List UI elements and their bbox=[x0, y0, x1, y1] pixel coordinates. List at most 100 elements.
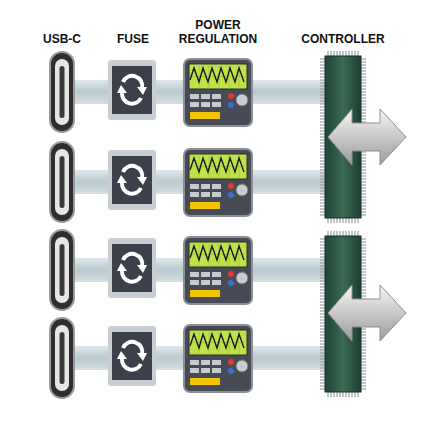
regulator-led bbox=[228, 271, 234, 277]
chip-pin bbox=[339, 231, 340, 236]
chip-pin bbox=[361, 271, 366, 272]
chip-pin bbox=[361, 253, 366, 254]
chip-pin bbox=[361, 154, 366, 155]
chip-pin bbox=[342, 218, 343, 223]
usb-c-tongue bbox=[60, 66, 65, 118]
chip-pin bbox=[320, 388, 325, 389]
chip-pin bbox=[361, 121, 366, 122]
usb-c-port-inner bbox=[55, 325, 69, 391]
chip-pin bbox=[354, 392, 355, 397]
regulator-button bbox=[190, 360, 199, 365]
chip-pin bbox=[361, 79, 366, 80]
chip-pin bbox=[320, 274, 325, 275]
chip-pin bbox=[361, 91, 366, 92]
chip-pin bbox=[320, 370, 325, 371]
fuse-icon bbox=[123, 254, 142, 266]
regulator-knob bbox=[236, 360, 248, 372]
regulator-led bbox=[228, 183, 234, 189]
chip-pin bbox=[320, 184, 325, 185]
chip-pin bbox=[320, 79, 325, 80]
chip-pin bbox=[361, 292, 366, 293]
chip-pin bbox=[361, 385, 366, 386]
wire-band bbox=[72, 170, 110, 194]
chip-pin bbox=[320, 349, 325, 350]
chip-pin bbox=[320, 373, 325, 374]
chip-pin bbox=[320, 76, 325, 77]
chip-pin bbox=[361, 88, 366, 89]
chip-pin bbox=[336, 51, 337, 56]
chip-pin bbox=[320, 322, 325, 323]
chip-pin bbox=[320, 67, 325, 68]
chip-pin bbox=[354, 231, 355, 236]
chip-pin bbox=[361, 340, 366, 341]
chip-pin bbox=[320, 379, 325, 380]
chip-pin bbox=[320, 190, 325, 191]
fuse-icon bbox=[123, 76, 142, 88]
chip-pin bbox=[320, 262, 325, 263]
chip-pin bbox=[361, 61, 366, 62]
chip-pin bbox=[320, 169, 325, 170]
chip-pin bbox=[320, 259, 325, 260]
chip-pin bbox=[330, 51, 331, 56]
chip-pin bbox=[345, 218, 346, 223]
chip-pin bbox=[361, 97, 366, 98]
wire-band bbox=[250, 258, 326, 282]
chip-pin bbox=[320, 280, 325, 281]
chip-pin bbox=[320, 142, 325, 143]
wire-band bbox=[72, 258, 110, 282]
fuse-cap bbox=[108, 60, 156, 120]
chip-pin bbox=[361, 100, 366, 101]
usb-c-port-inner bbox=[55, 59, 69, 125]
chip-pin bbox=[361, 178, 366, 179]
chip-pin bbox=[320, 376, 325, 377]
regulator-knob bbox=[236, 272, 248, 284]
chip-pin bbox=[361, 175, 366, 176]
chip-pin bbox=[320, 325, 325, 326]
chip-pin bbox=[361, 214, 366, 215]
chip-pin bbox=[361, 160, 366, 161]
usb-c-port bbox=[50, 318, 74, 398]
chip-pin bbox=[320, 97, 325, 98]
chip-pin bbox=[357, 392, 358, 397]
fuse-body bbox=[112, 244, 152, 292]
chip-pin bbox=[320, 124, 325, 125]
chip-pin bbox=[327, 231, 328, 236]
chip-pin bbox=[320, 61, 325, 62]
chip-pin bbox=[354, 51, 355, 56]
chip-pin bbox=[320, 70, 325, 71]
chip-pin bbox=[320, 112, 325, 113]
chip-pin bbox=[320, 277, 325, 278]
usb-c-port-inner bbox=[55, 237, 69, 303]
wire-band bbox=[154, 258, 186, 282]
chip-pin bbox=[361, 199, 366, 200]
chip-pin bbox=[361, 64, 366, 65]
chip-pin bbox=[320, 310, 325, 311]
chip-pin bbox=[320, 304, 325, 305]
chip-pin bbox=[361, 172, 366, 173]
regulator-indicator bbox=[190, 112, 220, 119]
chip-pin bbox=[361, 382, 366, 383]
chip-pin bbox=[320, 292, 325, 293]
chip-pin bbox=[361, 328, 366, 329]
chip-pin bbox=[320, 103, 325, 104]
chip-pin bbox=[320, 358, 325, 359]
chip-pin bbox=[320, 157, 325, 158]
usb-c-tongue bbox=[60, 156, 65, 208]
chip-pin bbox=[361, 118, 366, 119]
chip-pin bbox=[361, 163, 366, 164]
chip-pin bbox=[351, 218, 352, 223]
chip-pin bbox=[361, 94, 366, 95]
chip-pin bbox=[320, 385, 325, 386]
chip-pin bbox=[361, 256, 366, 257]
column-heading: CONTROLLER bbox=[293, 32, 393, 46]
chip-pin bbox=[357, 231, 358, 236]
chip-pin bbox=[361, 268, 366, 269]
chip-pin bbox=[330, 231, 331, 236]
regulator-button bbox=[201, 94, 210, 99]
usb-c-port bbox=[50, 52, 74, 132]
chip-pin bbox=[320, 172, 325, 173]
chip-pin bbox=[351, 231, 352, 236]
chip-pin bbox=[320, 136, 325, 137]
chip-pin bbox=[345, 231, 346, 236]
chip-pin bbox=[361, 289, 366, 290]
